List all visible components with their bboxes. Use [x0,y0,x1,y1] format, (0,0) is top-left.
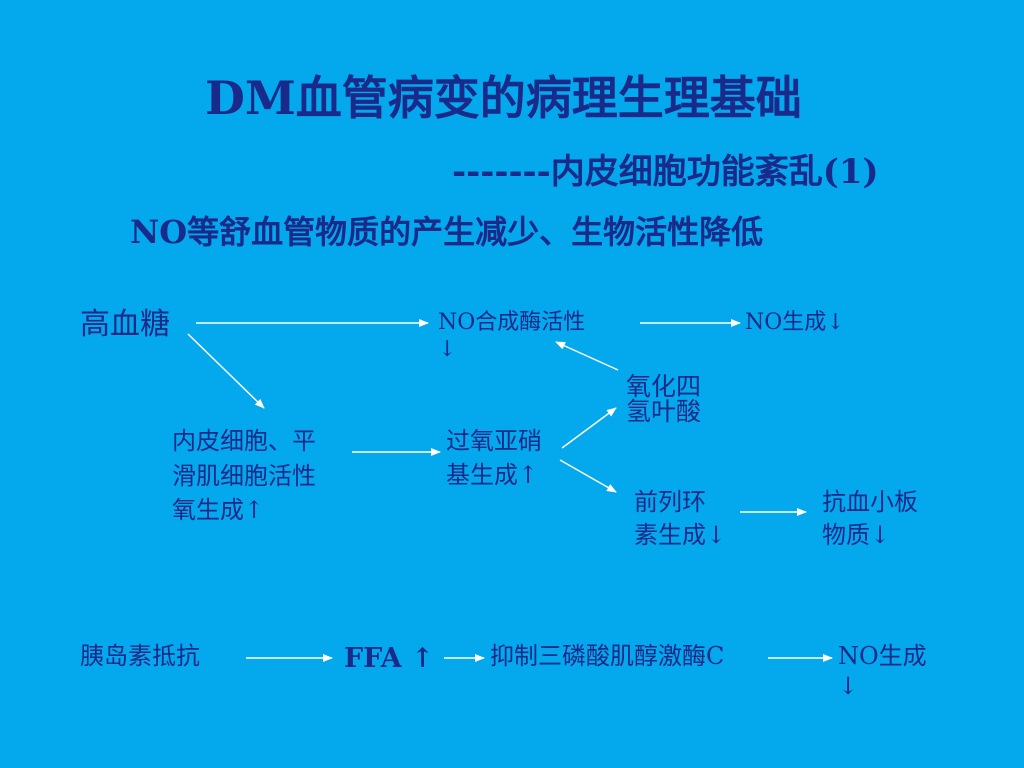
arrow-peroxynitrite-to-prostacyclin [559,459,617,493]
node-pkc: 抑制三磷酸肌醇激酶C [490,642,725,670]
arrow-peroxynitrite-to-bh4 [561,407,617,449]
node-insulin-resistance: 胰岛素抵抗 [80,642,200,670]
slide-subtitle: -------内皮细胞功能紊乱(1) [452,152,879,192]
node-prostacyclin-line2: 素生成↓ [634,521,727,549]
node-nos-activity-arrow: ↓ [438,337,457,362]
slide-heading: NO等舒血管物质的产生减少、生物活性降低 [130,213,764,251]
node-bh4: 氧化四氢叶酸 [626,372,702,426]
node-no-generation-1: NO生成↓ [745,310,845,335]
node-endothelial-line2: 滑肌细胞活性 [172,462,316,490]
node-antiplatelet-line1: 抗血小板 [822,488,918,516]
node-endothelial-line1: 内皮细胞、平 [172,427,316,455]
node-ffa: FFA ↑ [344,643,434,674]
node-hyperglycemia: 高血糖 [80,307,170,342]
arrow-bh4-to-nos [555,341,619,371]
node-no-generation-2: NO生成 [838,642,927,670]
node-antiplatelet-line2: 物质↓ [822,521,891,549]
slide-title: DM血管病变的病理生理基础 [205,71,802,125]
node-peroxynitrite-line2: 基生成↑ [446,461,539,489]
arrow-hyperglycemia-to-endothelial [187,333,265,409]
node-nos-activity: NO合成酶活性 [438,310,586,335]
node-peroxynitrite-line1: 过氧亚硝 [446,427,542,455]
node-no-generation-2-arrow: ↓ [838,672,859,700]
node-endothelial-line3: 氧生成↑ [172,496,265,524]
node-prostacyclin-line1: 前列环 [634,488,706,516]
